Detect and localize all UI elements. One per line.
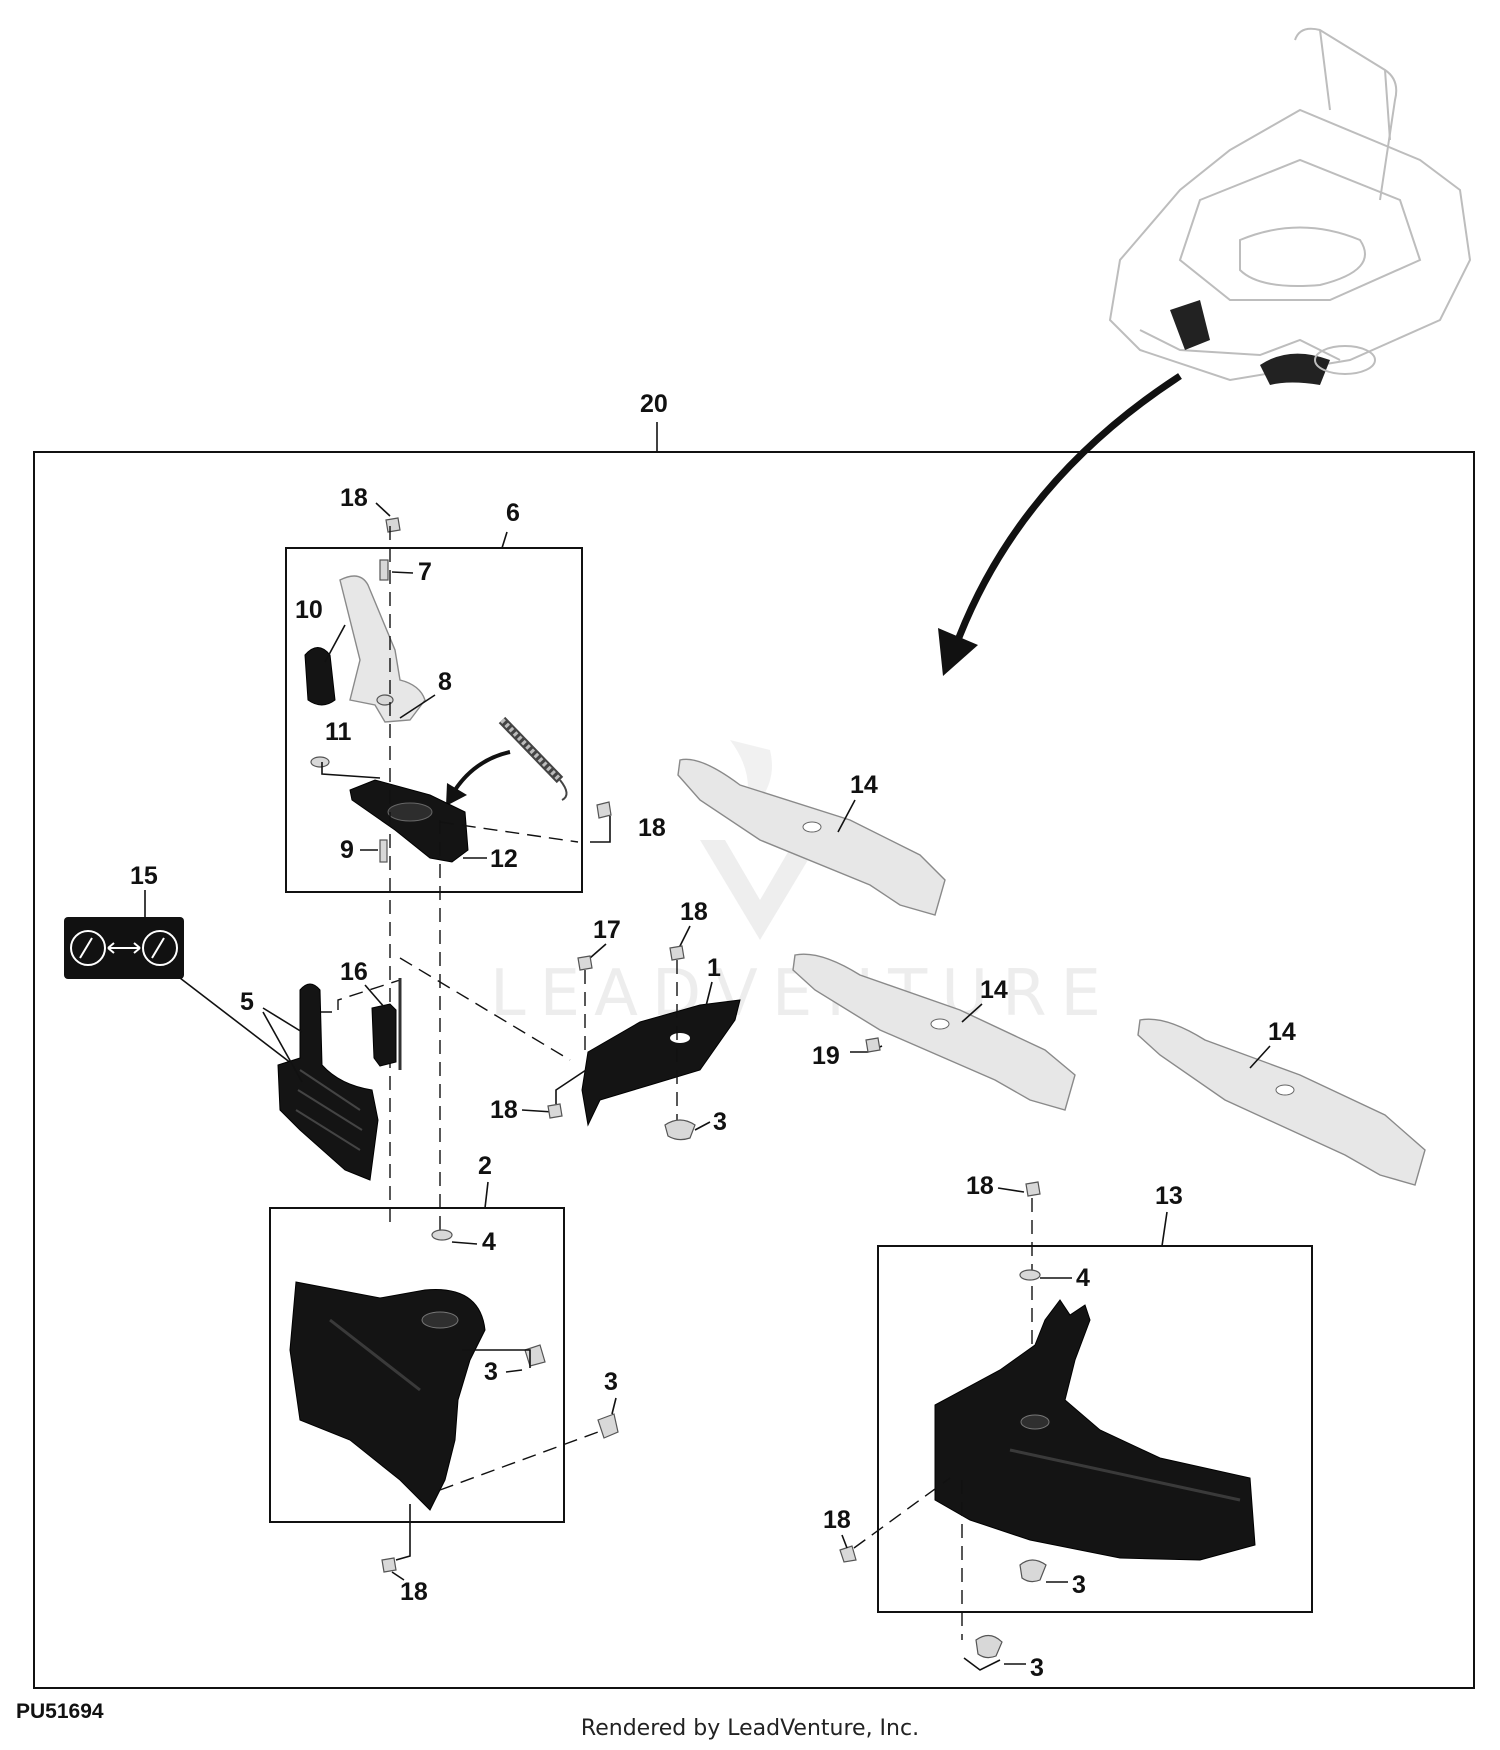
lever-knob [304,647,336,706]
callout-18: 18 [400,1578,428,1606]
subassembly-frame-2 [269,1207,565,1523]
callout-5: 5 [240,988,254,1016]
callout-18: 18 [966,1172,994,1200]
spring [498,716,568,801]
figure-id: PU51694 [16,1700,104,1723]
callout-19: 19 [812,1042,840,1070]
callout-7: 7 [418,558,432,586]
callout-20: 20 [640,390,668,418]
callout-18: 18 [638,814,666,842]
callout-18: 18 [680,898,708,926]
mower-blade [1137,1018,1426,1186]
callout-14: 14 [850,771,878,799]
warning-decal [64,917,184,979]
callout-17: 17 [593,916,621,944]
callout-3: 3 [713,1108,727,1136]
blade-shield [581,999,741,1127]
subassembly-frame-13 [877,1245,1313,1613]
callout-18: 18 [340,484,368,512]
callout-8: 8 [438,668,452,696]
mower-blade [677,758,946,916]
callout-12: 12 [490,845,518,873]
mower-blade [792,953,1076,1111]
washer [431,1229,453,1241]
subassembly-frame-6 [285,547,583,893]
mount-bracket [371,1003,397,1067]
callout-3: 3 [484,1358,498,1386]
callout-10: 10 [295,596,323,624]
assembly-frame [33,451,1475,1689]
callout-14: 14 [1268,1018,1296,1046]
render-credit: Rendered by LeadVenture, Inc. [580,1716,920,1741]
callout-3: 3 [1030,1654,1044,1682]
callout-6: 6 [506,499,520,527]
callout-18: 18 [490,1096,518,1124]
callout-11: 11 [325,718,352,746]
watermark: LEADVENTURE [490,740,1101,1031]
callout-9: 9 [340,836,354,864]
deflector-lever [339,575,426,723]
callout-3: 3 [1072,1571,1086,1599]
callout-15: 15 [130,862,158,890]
callout-3: 3 [604,1368,618,1396]
callout-1: 1 [707,954,721,982]
chute-housing [289,1281,486,1511]
chute-deflector-right [934,1299,1256,1561]
callout-13: 13 [1155,1182,1183,1210]
callout-14: 14 [980,976,1008,1004]
callout-4: 4 [1076,1264,1090,1292]
callout-18: 18 [823,1506,851,1534]
callout-16: 16 [340,958,368,986]
callout-2: 2 [478,1152,492,1180]
tractor-overview-image [1108,27,1472,385]
curved-arrow-icon [938,373,1182,676]
callout-4: 4 [482,1228,496,1256]
discharge-deflector [277,983,379,1181]
